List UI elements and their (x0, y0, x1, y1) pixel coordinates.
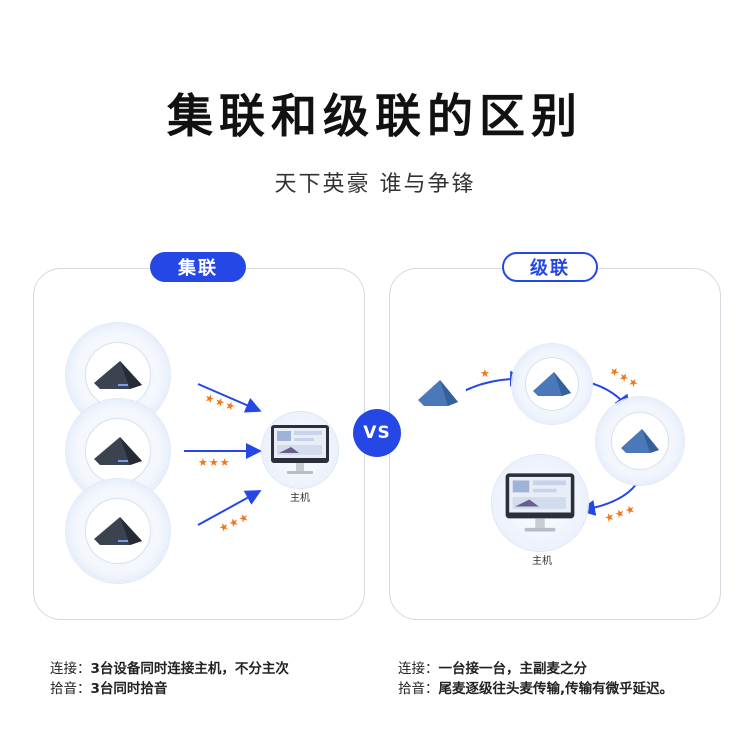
microphone-icon (94, 437, 142, 465)
note-row-pickup: 拾音：尾麦逐级往头麦传输,传输有微乎延迟。 (398, 679, 673, 699)
host-monitor-right (492, 455, 588, 551)
microphone-icon (94, 517, 142, 545)
microphone-icon (621, 429, 659, 453)
notes-cascade: 连接：一台接一台，主副麦之分 拾音：尾麦逐级往头麦传输,传输有微乎延迟。 (398, 659, 673, 699)
note-key: 连接： (50, 661, 91, 677)
star-cascade-start: ★ (480, 367, 491, 380)
note-value: 3台同时拾音 (90, 681, 168, 697)
note-key: 拾音： (398, 681, 439, 697)
host-monitor-left (262, 412, 338, 488)
arrow-bottom (197, 490, 262, 526)
page-title: 集联和级联的区别 (167, 89, 583, 143)
microphone-icon (94, 361, 142, 389)
note-row-connection: 连接：3台设备同时连接主机，不分主次 (50, 659, 289, 679)
host-label-right: 主机 (532, 556, 552, 567)
cascade-mic-2 (512, 344, 592, 424)
notes-parallel: 连接：3台设备同时连接主机，不分主次 拾音：3台同时拾音 (50, 659, 289, 699)
note-value: 一台接一台，主副麦之分 (438, 661, 588, 677)
note-value: 3台设备同时连接主机，不分主次 (90, 661, 289, 677)
note-key: 连接： (398, 661, 439, 677)
cascade-mic-3 (596, 397, 684, 485)
note-key: 拾音： (50, 681, 91, 697)
tag-parallel: 集联 (150, 252, 246, 282)
cascade-mic-tail (410, 365, 466, 421)
tag-cascade: 级联 (502, 252, 598, 282)
arrow-top (197, 383, 262, 413)
vs-badge: VS (353, 409, 401, 457)
monitor-icon (505, 473, 575, 532)
page-subtitle: 天下英豪 谁与争锋 (274, 172, 476, 197)
note-row-connection: 连接：一台接一台，主副麦之分 (398, 659, 673, 679)
mic-device-3 (66, 479, 170, 583)
host-label-left: 主机 (290, 493, 310, 504)
microphone-icon (533, 372, 571, 396)
stars-middle: ★★★ (198, 456, 231, 469)
note-value: 尾麦逐级往头麦传输,传输有微乎延迟。 (438, 681, 674, 697)
microphone-icon (418, 380, 458, 406)
note-row-pickup: 拾音：3台同时拾音 (50, 679, 289, 699)
monitor-icon (271, 425, 329, 474)
